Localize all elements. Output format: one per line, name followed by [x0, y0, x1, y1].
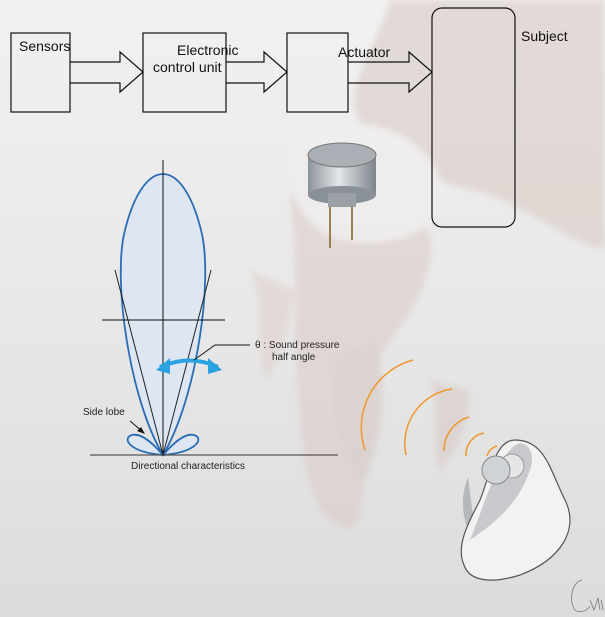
actuator-box — [286, 32, 349, 113]
ultrasonic-sensor-image — [307, 142, 377, 248]
block-diagram — [10, 7, 516, 228]
side-lobe-label: Side lobe — [83, 407, 125, 418]
subject-box — [431, 7, 516, 228]
ecu-label-line1: Electronic — [177, 42, 239, 58]
sensors-box — [10, 32, 71, 113]
ecu-box — [142, 32, 227, 113]
actuator-label: Actuator — [338, 44, 391, 60]
arrow-sensors-to-ecu — [70, 50, 144, 94]
ecu-label-line2: control unit — [153, 59, 222, 75]
side-lobe-right — [160, 433, 200, 457]
half-angle-line-left — [114, 269, 164, 456]
signature — [571, 579, 604, 613]
angle-label-line2: half angle — [272, 352, 316, 363]
plot-caption: Directional characteristics — [131, 461, 245, 472]
directivity-plot — [90, 160, 338, 457]
hand-image — [250, 0, 605, 530]
sensors-label: Sensors — [19, 38, 71, 54]
wearable-device-image — [460, 439, 571, 581]
side-lobe-left — [126, 433, 166, 457]
subject-label: Subject — [521, 28, 568, 44]
sound-waves — [360, 359, 508, 463]
angle-label-line1: θ : Sound pressure — [255, 340, 340, 351]
angle-label-leader — [193, 344, 250, 361]
